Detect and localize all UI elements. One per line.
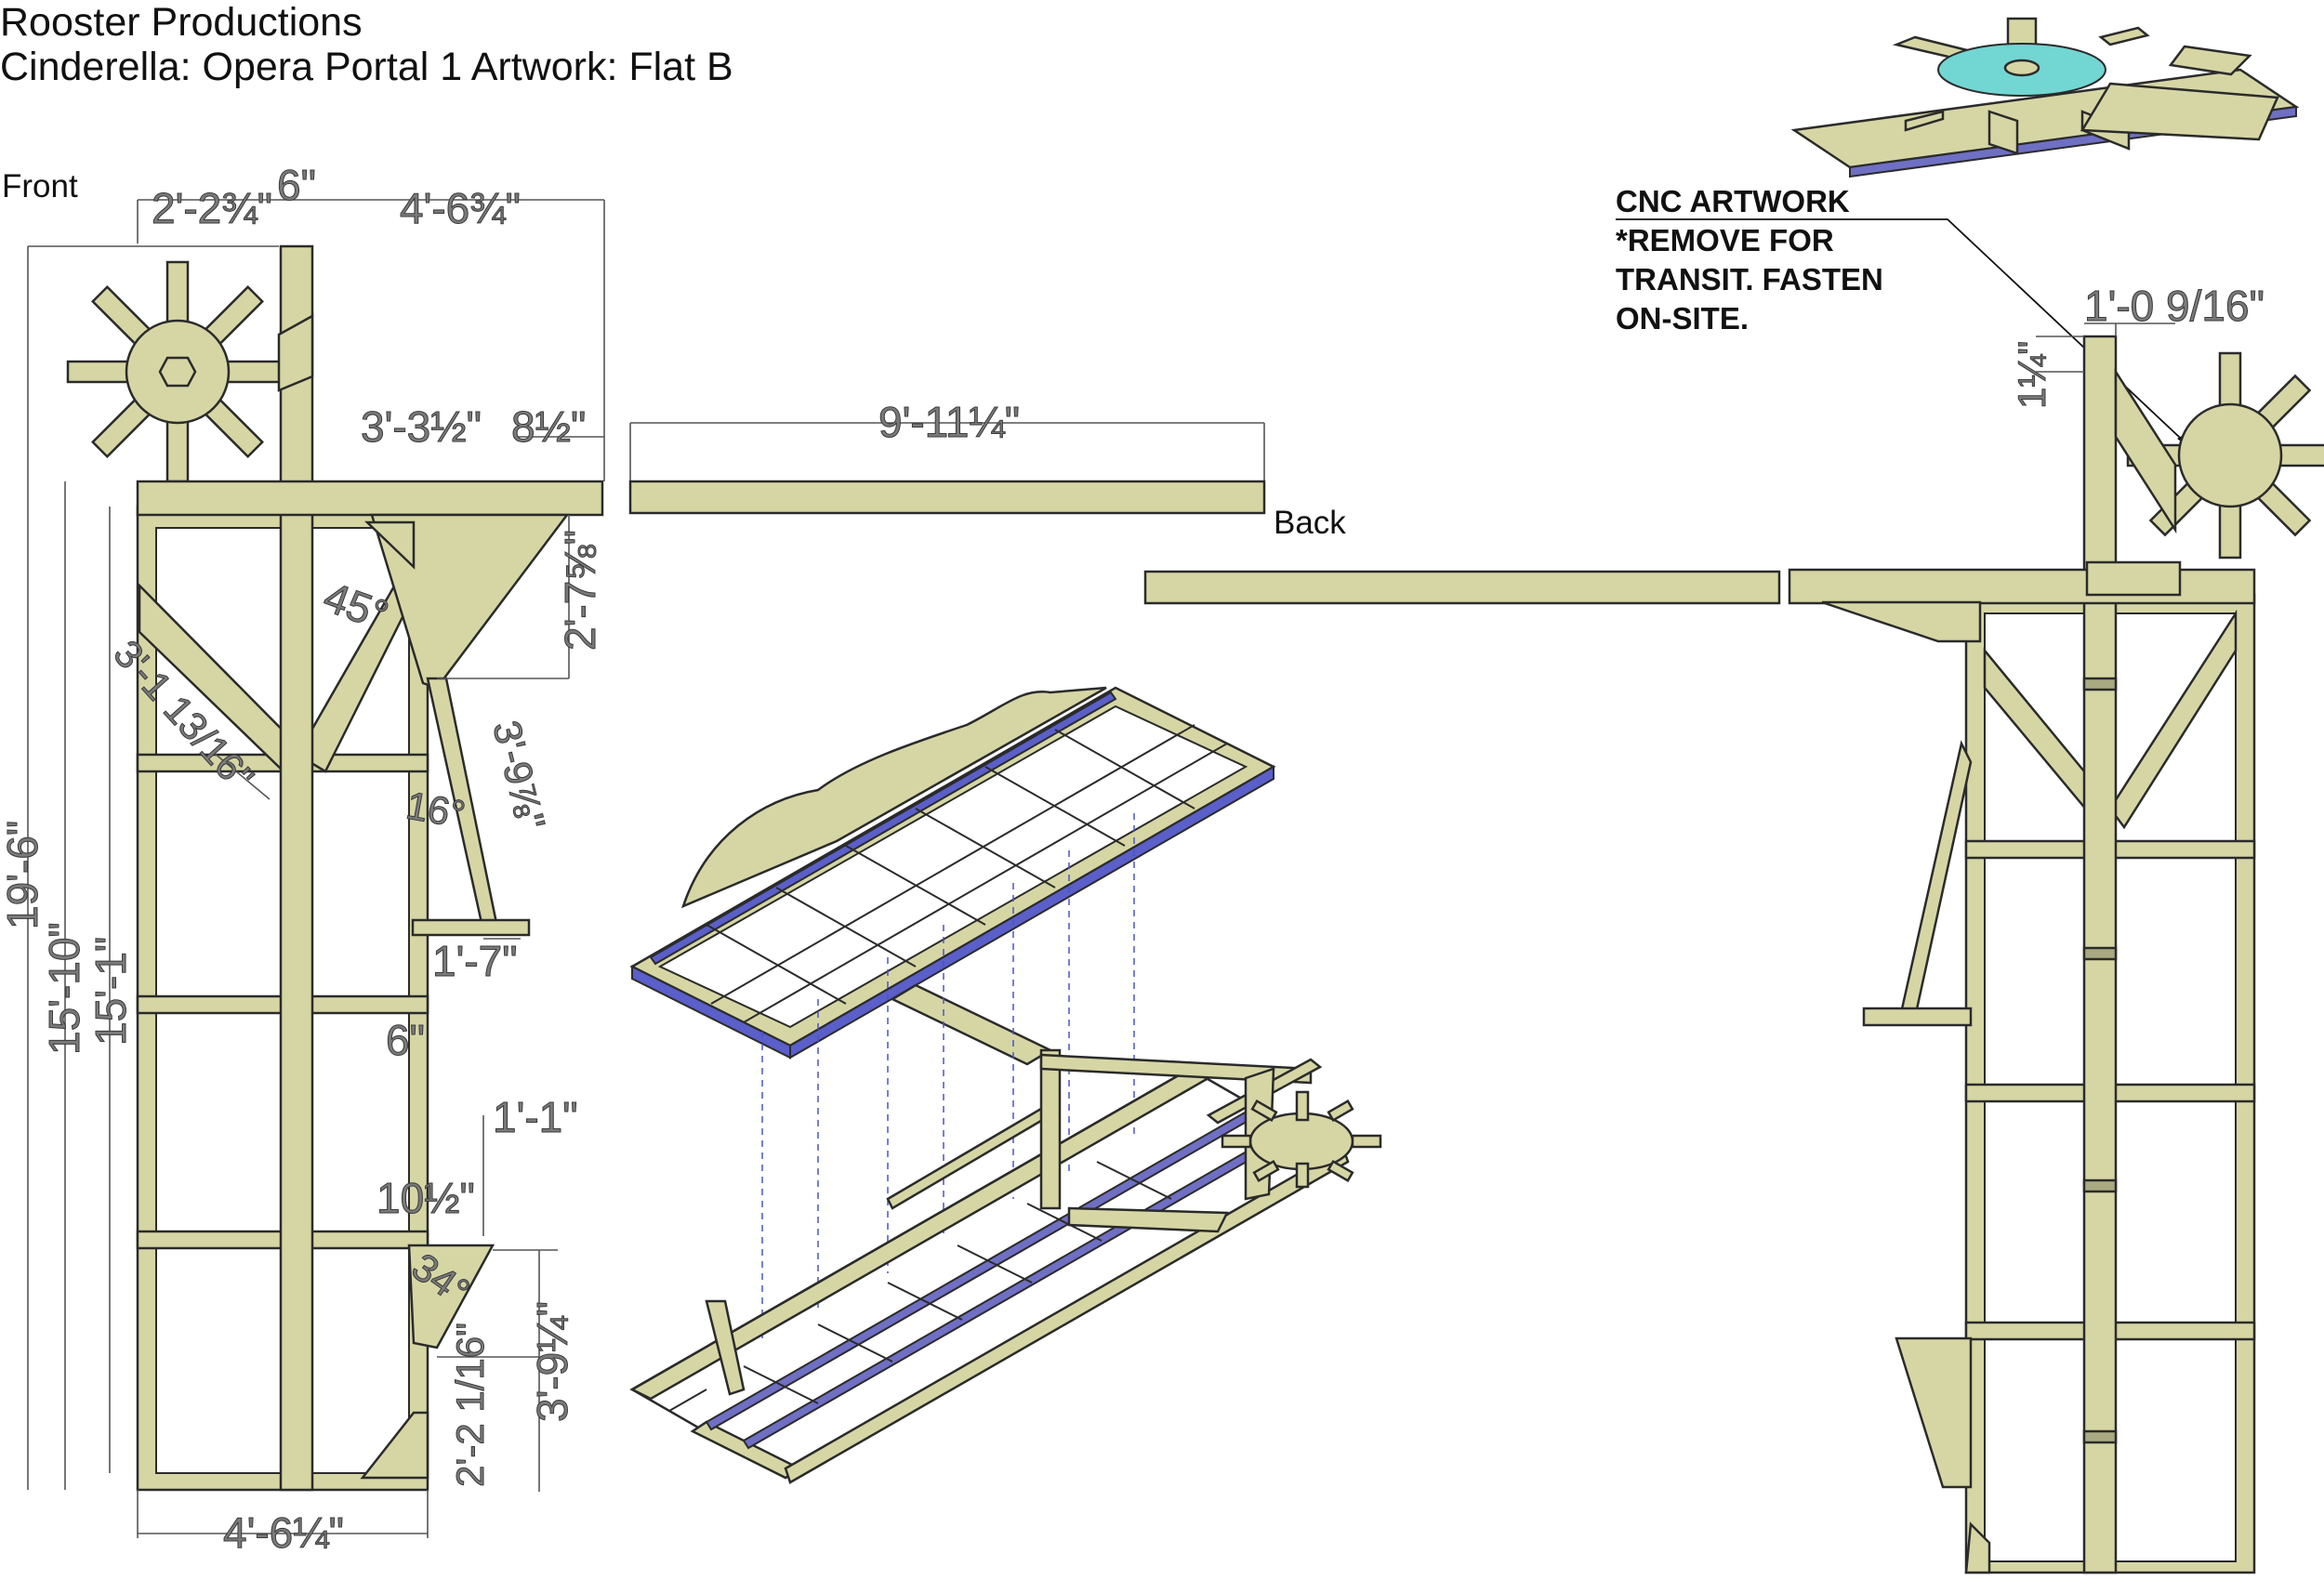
header-board-views: 9'-11¼" Back bbox=[628, 398, 1781, 605]
company-name: Rooster Productions bbox=[0, 0, 363, 45]
dim-bottom-width: 4'-6¼" bbox=[223, 1508, 344, 1557]
back-elevation: 1'-0 9/16" 1¼" bbox=[1788, 282, 2324, 1574]
dim-foot-length: 1'-7" bbox=[432, 937, 518, 985]
isometric-view bbox=[629, 686, 1382, 1484]
note-line-3: TRANSIT. FASTEN bbox=[1616, 262, 1883, 296]
note-line-2: *REMOVE FOR bbox=[1616, 223, 1834, 257]
note-line-1: CNC ARTWORK bbox=[1616, 184, 1850, 218]
dim-header-length: 9'-11¼" bbox=[878, 398, 1020, 446]
dim-top-left-width: 2'-2¾" bbox=[152, 184, 272, 232]
back-view-label: Back bbox=[1274, 505, 1346, 541]
drawing-title: Cinderella: Opera Portal 1 Artwork: Flat… bbox=[0, 45, 733, 89]
dim-header-overhang: 8½" bbox=[511, 402, 586, 451]
center-stile bbox=[279, 244, 314, 1492]
header-board-top bbox=[628, 480, 1266, 515]
dim-corner-block: 2'-2 1/16" bbox=[448, 1323, 492, 1487]
dim-back-stile: 1'-0 9/16" bbox=[2084, 282, 2265, 330]
iso-artwork-profile bbox=[680, 686, 1107, 909]
dim-inner-height: 15'-1" bbox=[86, 937, 135, 1046]
cnc-artwork-detail bbox=[1790, 17, 2300, 178]
dim-brace-drop: 2'-7⅝" bbox=[556, 530, 604, 651]
note-line-4: ON-SITE. bbox=[1616, 301, 1749, 336]
dim-top-right-width: 4'-6¾" bbox=[400, 184, 521, 232]
front-view-label: Front bbox=[2, 168, 78, 204]
iso-sun-ornament bbox=[1221, 1090, 1382, 1189]
front-sun-ornament bbox=[66, 260, 289, 483]
cnc-note: CNC ARTWORK *REMOVE FOR TRANSIT. FASTEN … bbox=[1616, 184, 2195, 452]
front-elevation: Front bbox=[0, 161, 605, 1558]
dim-upper-jack: 1'-1" bbox=[493, 1093, 578, 1141]
dim-total-height: 19'-6" bbox=[0, 821, 46, 929]
dim-back-stile-depth: 1¼" bbox=[2010, 341, 2053, 409]
dim-toggle-span: 3'-3½" bbox=[361, 402, 482, 451]
dim-rail-gap: 6" bbox=[386, 1016, 425, 1064]
dim-angle-16: 16° bbox=[403, 783, 469, 836]
dim-lower-jack: 3'-9¼" bbox=[528, 1301, 576, 1422]
dim-stile-width: 6" bbox=[277, 161, 316, 209]
dim-frame-height: 15'-10" bbox=[40, 922, 88, 1055]
header-board-back bbox=[1143, 570, 1781, 605]
title-block: Rooster Productions Cinderella: Opera Po… bbox=[0, 0, 733, 89]
dim-jack-width: 10½" bbox=[376, 1174, 475, 1222]
back-header bbox=[1788, 568, 2256, 605]
front-header bbox=[136, 480, 604, 517]
dim-jack-length: 3'-9⅞" bbox=[484, 717, 553, 835]
